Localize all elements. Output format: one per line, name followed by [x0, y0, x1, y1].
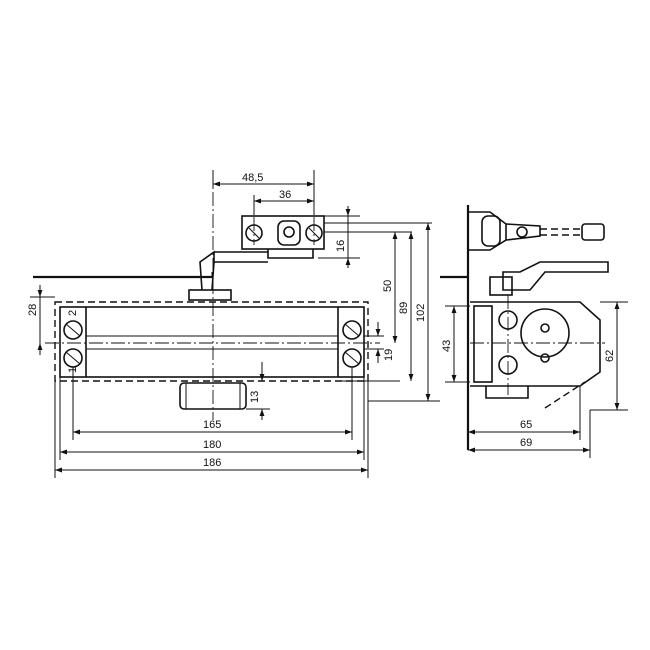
side-arm	[502, 261, 609, 291]
arm-knuckle	[267, 249, 314, 259]
side-bracket	[468, 211, 507, 251]
dim-180: 180	[203, 439, 221, 451]
dim-16: 16	[335, 240, 347, 252]
dim-102: 102	[415, 304, 427, 322]
mounting-holes	[63, 320, 362, 368]
dimensions-side: 43 62 65 69	[441, 301, 628, 458]
dim-62: 62	[604, 350, 616, 362]
side-body	[470, 301, 601, 387]
side-arm-end	[581, 223, 605, 241]
hole-top-left	[63, 320, 83, 340]
dim-48-5: 48,5	[242, 172, 263, 184]
front-view: 2 1	[33, 170, 380, 420]
spindle-collar	[188, 289, 232, 301]
side-arm-dashed	[540, 228, 582, 236]
dim-69: 69	[520, 437, 532, 449]
dim-65: 65	[520, 419, 532, 431]
side-view	[440, 205, 609, 450]
dim-19: 19	[383, 349, 395, 361]
side-cylinder	[520, 308, 570, 358]
arm-pivot	[277, 220, 301, 246]
side-valve	[485, 386, 529, 399]
arm-lever	[199, 250, 215, 291]
dim-186: 186	[203, 457, 221, 469]
dim-50: 50	[382, 280, 394, 292]
dim-89: 89	[398, 302, 410, 314]
arm-rod	[214, 251, 268, 263]
hole-label-2: 2	[67, 310, 79, 316]
closer-body	[59, 306, 365, 378]
closer-outline-dashed	[54, 301, 369, 382]
hole-top-right	[342, 320, 362, 340]
dim-43: 43	[441, 340, 453, 352]
dim-165: 165	[203, 419, 221, 431]
dim-13: 13	[249, 391, 261, 403]
dim-36: 36	[279, 189, 291, 201]
dimensions-front: 48,5 36 16 50 89 102 19 28	[27, 170, 440, 478]
dim-28: 28	[27, 304, 39, 316]
